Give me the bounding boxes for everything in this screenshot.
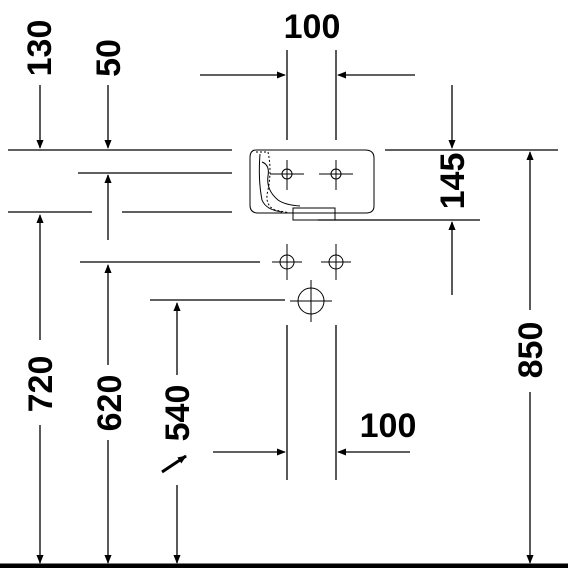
dim-label-620: 620 <box>91 375 129 432</box>
dim-label-540: 540 <box>159 385 197 442</box>
pointer-arrow-icon <box>161 454 187 474</box>
supply-connection-right-icon <box>321 244 351 280</box>
dim-label-130: 130 <box>21 20 59 77</box>
dim-label-50: 50 <box>90 39 128 77</box>
dim-label-top-100: 100 <box>284 8 341 46</box>
dim-label-bottom-100: 100 <box>360 407 417 445</box>
dim-label-720: 720 <box>22 356 60 413</box>
dim-label-145: 145 <box>434 153 472 210</box>
dim-label-850: 850 <box>512 322 550 379</box>
washbasin-outline <box>249 149 375 221</box>
waste-outlet-icon <box>290 280 332 322</box>
supply-connection-left-icon <box>272 244 302 280</box>
basin-overflow <box>292 207 336 221</box>
